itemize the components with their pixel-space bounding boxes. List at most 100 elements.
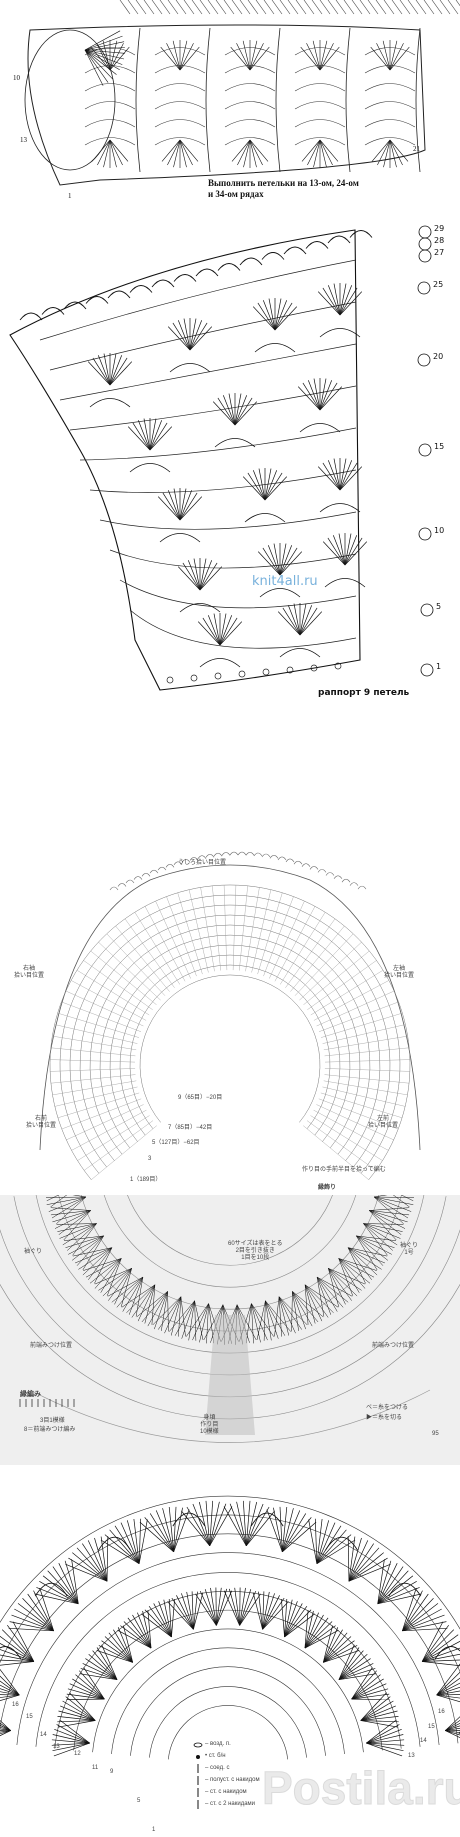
stitch-stroke <box>422 1661 460 1667</box>
edge-picot <box>221 852 231 856</box>
stitch-stroke <box>126 1284 156 1313</box>
stitch-stroke <box>373 1196 415 1198</box>
stitch-stroke <box>348 1537 362 1582</box>
stitch-stroke <box>245 1503 264 1546</box>
stitch-stroke <box>0 1654 34 1662</box>
stitch-stroke <box>366 1724 400 1744</box>
stitch-stroke <box>339 462 358 491</box>
stitch-stroke <box>377 1563 398 1604</box>
stitch-stroke <box>189 318 197 351</box>
stitch-stroke <box>228 1588 240 1626</box>
collar-strip-chart <box>24 0 460 186</box>
yoke-stitch <box>98 941 161 1001</box>
stitch-stroke <box>180 1296 186 1337</box>
yoke-round <box>127 1195 333 1266</box>
stitch-stroke <box>181 1510 210 1546</box>
stitch-stroke <box>179 492 198 521</box>
row-number-right: 17 <box>442 1692 449 1698</box>
stitch-stroke <box>193 558 201 591</box>
stitch-stroke <box>304 1284 339 1308</box>
bottom-label: 身頃 作り目 10模様 <box>200 1415 219 1435</box>
yoke-stitch <box>323 1035 408 1050</box>
yoke-stitch <box>50 1059 136 1063</box>
pineapple-tip <box>98 1536 131 1551</box>
stitch-stroke <box>65 1696 96 1721</box>
stitch-stroke <box>313 139 321 168</box>
stitch-stroke <box>83 1667 105 1700</box>
stitch-stroke <box>377 1570 409 1605</box>
yoke-round <box>129 964 331 1129</box>
round-line <box>129 609 357 649</box>
stitch-stroke <box>421 1629 455 1662</box>
stitch-stroke <box>247 472 266 501</box>
round-line <box>109 549 357 569</box>
stitch-stroke <box>252 1592 263 1630</box>
stitch-stroke <box>51 1739 90 1744</box>
yoke-stitch <box>316 990 395 1027</box>
stitch-stroke <box>127 1617 152 1649</box>
half-round <box>0 1533 459 1744</box>
stitch-stroke <box>338 1673 377 1680</box>
top-stitch <box>351 0 363 15</box>
row-number-left: 12 <box>74 1751 81 1757</box>
stitch-stroke <box>128 1277 144 1315</box>
stitch-stroke <box>76 1235 104 1266</box>
stitch-stroke <box>54 1728 90 1744</box>
stitch-stroke <box>0 1691 20 1696</box>
pineapple-arch <box>129 463 171 473</box>
stitch-stroke <box>339 285 353 316</box>
top-stitch <box>423 0 435 15</box>
diagram-panel-2: 29 28 27 25 20 15 10 5 1 knit4all.ru рап… <box>0 220 460 820</box>
stitch-stroke <box>84 35 123 51</box>
stitch-stroke <box>281 1508 294 1552</box>
half-round <box>0 1495 460 1630</box>
top-stitch <box>359 0 371 15</box>
stitch-stroke <box>168 1506 175 1552</box>
top-stitch <box>207 0 219 15</box>
stitch-stroke <box>67 1688 105 1700</box>
edge-picot <box>157 866 167 871</box>
stitch-stroke <box>316 1276 344 1308</box>
stitch-stroke <box>182 562 201 591</box>
stitch-stroke <box>327 285 341 316</box>
stitch-stroke <box>265 1300 272 1341</box>
chain-arch <box>84 101 136 110</box>
stitch-stroke <box>304 1284 316 1324</box>
stitch-stroke <box>0 1730 11 1733</box>
stitch-stroke <box>249 139 269 162</box>
stitch-stroke <box>195 1593 217 1626</box>
stitch-stroke <box>179 496 203 521</box>
yoke-stitch <box>324 1074 410 1084</box>
stitch-stroke <box>278 1296 296 1334</box>
top-stitch <box>135 0 147 15</box>
diagram-panel-1: Выполнить петельки на 13-ом, 24-ом и 34-… <box>0 0 460 220</box>
stitch-stroke <box>304 1629 339 1649</box>
stitch-stroke <box>104 1534 140 1565</box>
stitch-stroke <box>402 1621 447 1632</box>
stitch-stroke <box>52 1566 79 1604</box>
pineapple-arch <box>214 438 256 448</box>
stitch-stroke <box>236 43 251 71</box>
stitch-stroke <box>313 378 321 411</box>
half-round <box>54 1591 402 1749</box>
stitch-stroke <box>307 139 321 166</box>
stitch-stroke <box>199 1303 209 1343</box>
stitch-stroke <box>304 1610 314 1649</box>
stitch-stroke <box>153 1603 172 1638</box>
stitch-stroke <box>65 1563 108 1582</box>
stitch-stroke <box>239 1589 252 1626</box>
yoke-round <box>109 944 351 1142</box>
stitch-stroke <box>0 1694 20 1696</box>
stitch-stroke <box>348 1536 356 1582</box>
pineapple-tip <box>325 1536 358 1551</box>
stitch-stroke <box>376 43 391 71</box>
stitch-stroke <box>319 382 338 411</box>
edge-picot <box>349 882 359 886</box>
edge-picot <box>349 230 373 238</box>
stitch-stroke <box>79 1670 105 1700</box>
stitch-stroke <box>188 1300 195 1341</box>
yoke-stitch <box>316 1104 394 1141</box>
outer-scallop <box>39 864 421 1151</box>
top-stitch <box>335 0 347 15</box>
stitch-stroke <box>445 1730 460 1734</box>
